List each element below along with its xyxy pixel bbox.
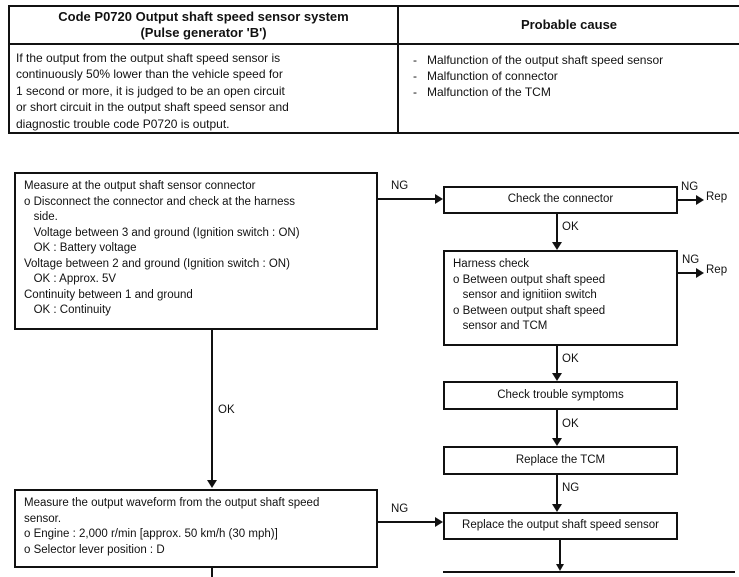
- ok-label: OK: [562, 221, 579, 233]
- connector-line: [556, 214, 558, 244]
- dtc-code-subtitle: (Pulse generator 'B'): [140, 25, 267, 40]
- connector-line: [678, 272, 698, 274]
- box-text-line: sensor and ignitiion switch: [453, 289, 597, 301]
- box-text-line: o Disconnect the connector and check at …: [24, 195, 296, 208]
- box-text-line: o Selector lever position : D: [24, 543, 165, 556]
- probable-cause-header-cell: Probable cause: [399, 7, 739, 43]
- arrow-down-icon: [556, 564, 564, 571]
- box-text-line: sensor.: [24, 512, 62, 525]
- cause-item: - Malfunction of the TCM: [399, 84, 739, 100]
- ng-label: NG: [682, 254, 700, 266]
- arrow-right-icon: [696, 195, 704, 205]
- description-line: continuously 50% lower than the vehicle …: [16, 67, 283, 82]
- description-line: 1 second or more, it is judged to be an …: [16, 83, 285, 98]
- dtc-table: Code P0720 Output shaft speed sensor sys…: [8, 5, 739, 134]
- repair-label: Rep: [706, 191, 728, 203]
- box-text-line: o Between output shaft speed: [453, 304, 606, 317]
- arrow-right-icon: [696, 268, 704, 278]
- connector-line: [556, 410, 558, 439]
- cause-item: - Malfunction of connector: [399, 68, 739, 84]
- description-line: or short circuit in the output shaft spe…: [16, 100, 289, 115]
- box-text-line: sensor and TCM: [453, 320, 548, 332]
- description-line: If the output from the output shaft spee…: [16, 51, 281, 65]
- connector-line: [559, 540, 561, 565]
- connector-line: [211, 330, 213, 482]
- arrow-down-icon: [552, 242, 562, 250]
- arrow-right-icon: [435, 194, 443, 204]
- ng-label: NG: [391, 503, 409, 515]
- ok-label: OK: [218, 404, 235, 416]
- measure-waveform-box: Measure the output waveform from the out…: [14, 489, 378, 568]
- repair-label: Rep: [706, 264, 728, 276]
- ng-label: NG: [562, 482, 580, 494]
- description-line: diagnostic trouble code P0720 is output.: [16, 116, 230, 131]
- box-text-line: side.: [24, 211, 58, 223]
- connector-line: [678, 199, 698, 201]
- cause-text: Malfunction of connector: [427, 69, 558, 83]
- box-text-line: Voltage between 3 and ground (Ignition s…: [24, 226, 300, 239]
- cause-text: Malfunction of the output shaft speed se…: [427, 53, 664, 67]
- box-text-line: OK : Continuity: [24, 304, 111, 316]
- check-connector-box: Check the connector: [443, 186, 678, 214]
- connector-line: [211, 568, 213, 577]
- dtc-code-title: Code P0720 Output shaft speed sensor sys…: [58, 9, 349, 24]
- box-text-line: Replace the output shaft speed sensor: [462, 519, 659, 532]
- box-text-line: OK : Approx. 5V: [24, 273, 117, 285]
- replace-tcm-box: Replace the TCM: [443, 446, 678, 475]
- check-trouble-symptoms-box: Check trouble symptoms: [443, 381, 678, 410]
- arrow-down-icon: [552, 504, 562, 512]
- cause-text: Malfunction of the TCM: [427, 85, 551, 99]
- arrow-down-icon: [552, 438, 562, 446]
- dtc-description-cell: If the output from the output shaft spee…: [10, 45, 399, 132]
- connector-line: [556, 346, 558, 375]
- ng-label: NG: [391, 180, 409, 192]
- ok-label: OK: [562, 353, 579, 365]
- probable-cause-title: Probable cause: [520, 17, 618, 32]
- box-text-line: Continuity between 1 and ground: [24, 288, 193, 301]
- box-text-line: Check trouble symptoms: [497, 388, 624, 401]
- box-text-line: Measure the output waveform from the out…: [24, 497, 320, 509]
- dash-bullet: -: [413, 69, 417, 83]
- ng-label: NG: [681, 181, 699, 193]
- box-text-line: o Between output shaft speed: [453, 273, 606, 286]
- dash-bullet: -: [413, 53, 417, 67]
- arrow-right-icon: [435, 517, 443, 527]
- cause-item: - Malfunction of the output shaft speed …: [399, 52, 739, 68]
- dtc-table-header-row: Code P0720 Output shaft speed sensor sys…: [10, 7, 739, 45]
- arrow-down-icon: [207, 480, 217, 488]
- connector-line: [378, 198, 436, 200]
- box-text-line: o Engine : 2,000 r/min [approx. 50 km/h …: [24, 528, 278, 540]
- harness-check-box: Harness check o Between output shaft spe…: [443, 250, 678, 346]
- box-text-line: Check the connector: [507, 193, 614, 206]
- probable-cause-cell: - Malfunction of the output shaft speed …: [399, 45, 739, 132]
- dtc-code-header-cell: Code P0720 Output shaft speed sensor sys…: [10, 7, 399, 43]
- continuation-line: [443, 571, 735, 573]
- box-text-line: Voltage between 2 and ground (Ignition s…: [24, 257, 290, 270]
- connector-line: [556, 475, 558, 505]
- replace-sensor-box: Replace the output shaft speed sensor: [443, 512, 678, 540]
- dtc-table-body-row: If the output from the output shaft spee…: [10, 45, 739, 132]
- box-text-line: Replace the TCM: [515, 453, 606, 466]
- box-text-line: Measure at the output shaft sensor conne…: [24, 180, 256, 192]
- arrow-down-icon: [552, 373, 562, 381]
- dash-bullet: -: [413, 85, 417, 99]
- ok-label: OK: [562, 418, 579, 430]
- measure-connector-box: Measure at the output shaft sensor conne…: [14, 172, 378, 330]
- box-text-line: Harness check: [453, 258, 530, 270]
- connector-line: [378, 521, 436, 523]
- box-text-line: OK : Battery voltage: [24, 242, 137, 254]
